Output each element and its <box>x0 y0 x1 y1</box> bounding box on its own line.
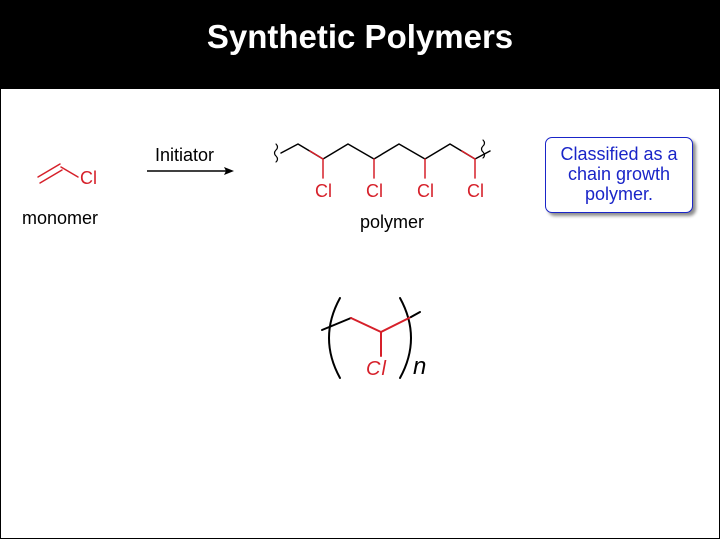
title-bar <box>0 0 720 89</box>
slide-title: Synthetic Polymers <box>206 18 514 55</box>
callout-line: chain growth <box>567 164 671 184</box>
polymer-label: polymer <box>360 212 425 232</box>
callout-line: polymer. <box>584 184 654 204</box>
classification-callout: Classified as a chain growth polymer. <box>545 137 693 213</box>
handwritten-repeat-unit <box>321 297 421 379</box>
polymer-chlorine-label: Cl <box>366 181 383 201</box>
monomer-label: monomer <box>22 208 99 228</box>
polymer-chlorine-label: Cl <box>417 181 434 201</box>
repeat-subscript-n: n <box>413 353 427 380</box>
monomer-structure <box>37 163 79 184</box>
polymer-chlorine-label: Cl <box>467 181 484 201</box>
handwritten-chlorine-label: Cl <box>366 358 387 380</box>
monomer-chlorine-label: Cl <box>80 168 97 188</box>
initiator-label: Initiator <box>155 145 215 165</box>
polymer-chlorine-label: Cl <box>315 181 332 201</box>
callout-line: Classified as a <box>560 144 678 164</box>
reaction-arrow <box>147 167 234 175</box>
polymer-structure <box>273 139 491 179</box>
